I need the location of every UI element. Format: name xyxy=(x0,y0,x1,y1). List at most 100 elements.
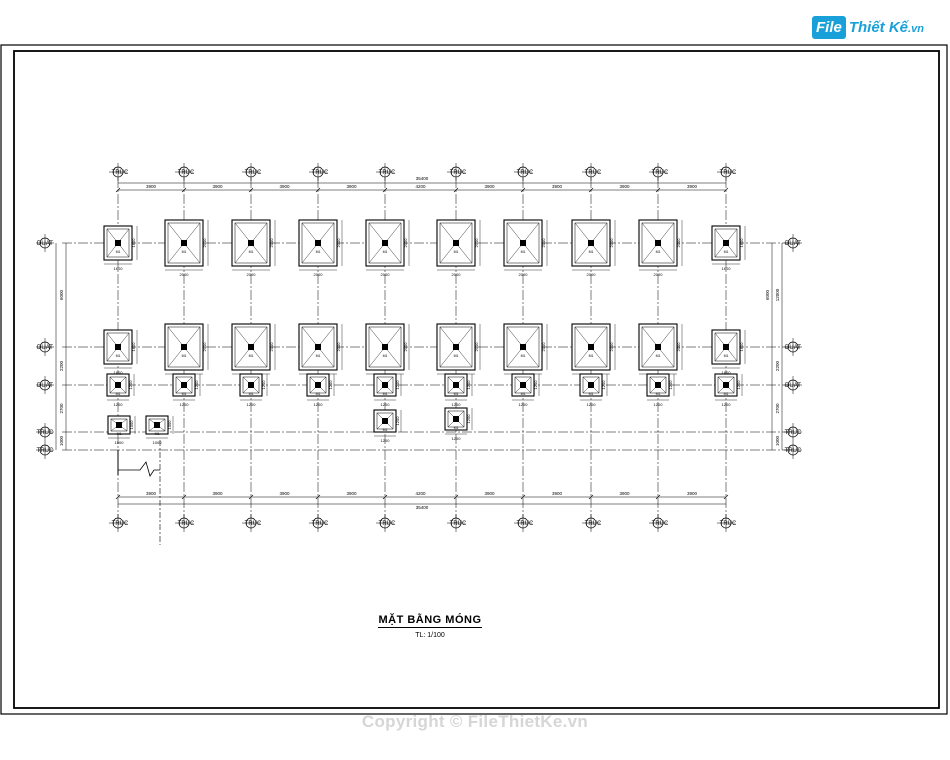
footing-mark: M1 xyxy=(521,392,526,396)
column-stub xyxy=(723,382,729,388)
footing-mark: M1 xyxy=(656,250,661,254)
axis-label: TRUC xyxy=(720,170,737,176)
brand-logo-box: File xyxy=(812,15,846,39)
footing-dim-side: 2000 xyxy=(609,342,614,352)
footing-dim: 2000 xyxy=(247,272,257,277)
column-stub xyxy=(315,382,321,388)
footing-mark: M1 xyxy=(249,392,254,396)
dim-tick xyxy=(723,494,729,500)
axis-label: TRUC xyxy=(450,521,467,527)
dim-bottom-span: 3900 xyxy=(619,491,630,496)
dim-top-span: 3900 xyxy=(146,184,157,189)
axis-label: TRUC xyxy=(720,521,737,527)
dim-top-span: 3900 xyxy=(346,184,357,189)
brand-logo[interactable]: File Thiết Kế.vn xyxy=(812,12,924,42)
footing-mark: M1 xyxy=(383,392,388,396)
footing-dim: 1200 xyxy=(381,438,391,443)
footing-inner xyxy=(447,410,465,428)
footing-mark: M1 xyxy=(182,392,187,396)
footing-dim: 1200 xyxy=(722,402,732,407)
row-axis-label: DUAT xyxy=(785,383,801,389)
dim-tick xyxy=(115,494,121,500)
footing-inner xyxy=(242,376,260,394)
brand-logo-text: Thiết Kế.vn xyxy=(848,18,924,36)
footing-mark: M1 xyxy=(117,432,122,436)
footing-mark: M1 xyxy=(589,354,594,358)
footing-mark: M1 xyxy=(521,354,526,358)
footing-inner xyxy=(175,376,193,394)
axis-label: TRUC xyxy=(245,521,262,527)
drawing-scale: TL: 1/100 xyxy=(415,632,445,639)
dim-tick xyxy=(520,187,526,193)
column-stub xyxy=(248,240,254,246)
column-stub xyxy=(723,240,729,246)
axis-label: TRUC xyxy=(517,521,534,527)
footing-dim-side: 1600 xyxy=(739,238,744,248)
footing-dim-side: 1200 xyxy=(328,380,333,390)
footing-mark: M1 xyxy=(155,432,160,436)
axis-label: TRUC xyxy=(178,521,195,527)
axis-label: TRUC xyxy=(112,521,129,527)
dim-tick xyxy=(655,494,661,500)
axis-label: TRUC xyxy=(652,521,669,527)
footing-dim: 1200 xyxy=(381,402,391,407)
footing-dim-side: 1600 xyxy=(131,238,136,248)
column-stub xyxy=(181,382,187,388)
footing-dim-side: 2000 xyxy=(541,238,546,248)
column-stub xyxy=(248,344,254,350)
footing-mark: M1 xyxy=(116,354,121,358)
footing-mark: M1 xyxy=(656,392,661,396)
footing-dim: 2000 xyxy=(314,272,324,277)
footing-inner xyxy=(301,222,335,264)
dim-tick xyxy=(181,494,187,500)
footing-dim: 1600 xyxy=(114,370,124,375)
footing-dim-side: 1200 xyxy=(194,380,199,390)
footing-dim-side: 2000 xyxy=(403,238,408,248)
footing-inner xyxy=(368,222,402,264)
footing-dim-side: 1200 xyxy=(395,416,400,426)
footing-dim-side: 1200 xyxy=(261,380,266,390)
footing-inner xyxy=(714,332,738,362)
dim-tick xyxy=(315,187,321,193)
footing-inner xyxy=(106,228,130,258)
column-stub xyxy=(520,344,526,350)
footing-mark: M1 xyxy=(521,250,526,254)
footing-inner xyxy=(234,326,268,368)
dim-bottom-span: 3900 xyxy=(346,491,357,496)
footing-dim-side: 2000 xyxy=(269,342,274,352)
column-stub xyxy=(154,422,160,428)
footing-mark: M1 xyxy=(454,426,459,430)
footing-mark: M1 xyxy=(249,250,254,254)
footing-dim: 1200 xyxy=(314,402,324,407)
column-stub xyxy=(520,382,526,388)
axis-label: TRUC xyxy=(178,170,195,176)
footing-inner xyxy=(234,222,268,264)
footing-dim-side: 2000 xyxy=(609,238,614,248)
dim-top-span: 4200 xyxy=(415,184,426,189)
dim-bottom-span: 3900 xyxy=(146,491,157,496)
dim-bottom-span: 3900 xyxy=(484,491,495,496)
footing-dim-side: 1200 xyxy=(466,414,471,424)
footing-mark: M1 xyxy=(656,354,661,358)
column-stub xyxy=(588,240,594,246)
footing-mark: M1 xyxy=(249,354,254,358)
footing-inner xyxy=(439,222,473,264)
dim-tick xyxy=(248,494,254,500)
footing-inner xyxy=(109,376,127,394)
